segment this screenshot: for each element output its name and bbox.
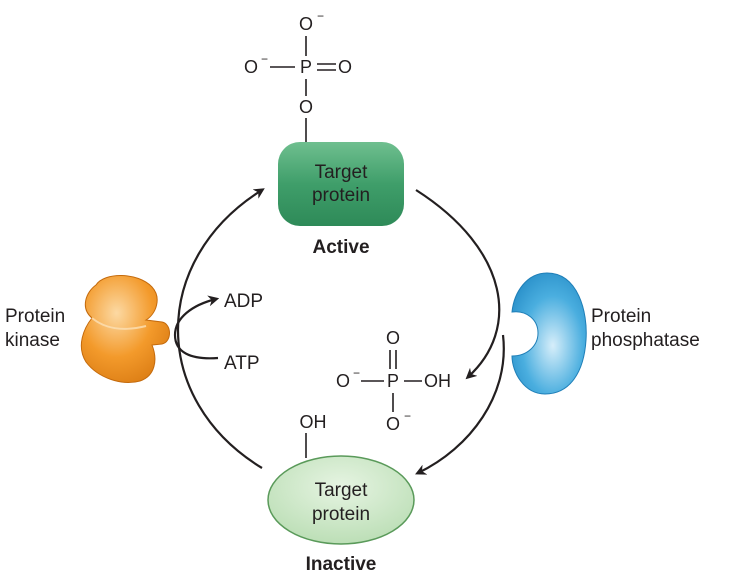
atp-label: ATP bbox=[224, 353, 260, 374]
phosphate-bottom-oxygen: O bbox=[299, 97, 313, 117]
released-phosphate-hydroxyl: OH bbox=[424, 371, 451, 391]
protein-phosphatase-label-line2: phosphatase bbox=[591, 330, 700, 351]
released-phosphate-top-oxygen: O bbox=[386, 328, 400, 348]
released-phosphate-left-oxygen: O bbox=[336, 371, 350, 391]
protein-phosphatase-label-line1: Protein bbox=[591, 306, 651, 327]
inactive-target-protein: Target protein bbox=[267, 455, 415, 545]
dephosphorylation-arrow-lower bbox=[415, 334, 505, 475]
phosphate-left-oxygen: O bbox=[244, 57, 258, 77]
inactive-state-label: Inactive bbox=[306, 554, 377, 575]
released-phosphate-bottom-charge: − bbox=[404, 409, 411, 423]
inactive-protein-line1: Target bbox=[315, 480, 369, 501]
released-phosphate-left-charge: − bbox=[353, 366, 360, 380]
phosphate-top-charge: − bbox=[317, 9, 324, 23]
atp-to-adp-arrow bbox=[173, 295, 220, 360]
attached-phosphate-group: O − O − P O O bbox=[244, 9, 352, 142]
released-phosphate-bottom-oxygen: O bbox=[386, 414, 400, 434]
adp-label: ADP bbox=[224, 291, 263, 312]
phosphate-left-charge: − bbox=[261, 52, 268, 66]
phosphate-top-oxygen: O bbox=[299, 14, 313, 34]
phosphate-right-oxygen: O bbox=[338, 57, 352, 77]
active-protein-line2: protein bbox=[312, 185, 370, 206]
active-protein-line1: Target bbox=[315, 162, 369, 183]
protein-kinase-label-line2: kinase bbox=[5, 330, 60, 351]
protein-kinase-label-line1: Protein bbox=[5, 306, 65, 327]
protein-kinase-shape bbox=[80, 275, 170, 383]
inactive-protein-line2: protein bbox=[312, 504, 370, 525]
phosphorylation-arrow bbox=[177, 188, 265, 469]
dephosphorylation-arrow-upper bbox=[415, 189, 501, 380]
protein-phosphatase-shape bbox=[511, 272, 587, 395]
hydroxyl-group: OH bbox=[300, 412, 327, 432]
released-phosphate-phosphorus: P bbox=[387, 371, 399, 391]
active-target-protein: Target protein bbox=[278, 142, 404, 226]
active-state-label: Active bbox=[312, 237, 369, 258]
released-phosphate: O O − P OH O − bbox=[336, 328, 451, 434]
phosphate-phosphorus: P bbox=[300, 57, 312, 77]
